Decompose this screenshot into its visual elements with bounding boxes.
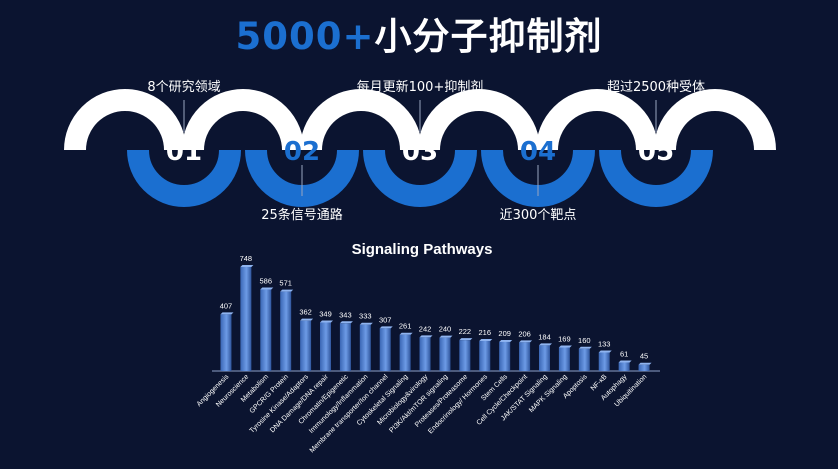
bar-top bbox=[419, 335, 433, 338]
wave-arc-bottom bbox=[599, 149, 713, 207]
wave-arc-bottom bbox=[127, 149, 241, 207]
wave-arc-bottom bbox=[363, 149, 477, 207]
step-number: 02 bbox=[284, 137, 320, 167]
bar-top bbox=[539, 343, 552, 346]
bar-top bbox=[598, 350, 612, 353]
data-label: 586 bbox=[260, 277, 273, 286]
data-label: 184 bbox=[538, 332, 551, 341]
bar-top bbox=[320, 320, 333, 323]
category-label: NF-κB bbox=[590, 373, 609, 392]
bar-top bbox=[359, 322, 373, 325]
data-label: 349 bbox=[319, 309, 332, 318]
bar-top bbox=[618, 360, 632, 363]
bar bbox=[519, 342, 531, 371]
bar bbox=[240, 267, 252, 371]
wave-arc-top bbox=[300, 89, 422, 151]
bar bbox=[379, 328, 391, 371]
step-label: 8个研究领域 bbox=[147, 80, 220, 95]
bar bbox=[300, 320, 312, 371]
page-title: 5000+小分子抑制剂 bbox=[0, 6, 838, 60]
data-label: 222 bbox=[459, 327, 472, 336]
bar-top bbox=[399, 332, 413, 335]
bar-top bbox=[300, 318, 314, 321]
data-label: 240 bbox=[439, 325, 452, 334]
bar bbox=[558, 347, 570, 371]
data-label: 160 bbox=[578, 336, 591, 345]
wave-arc-top bbox=[536, 89, 658, 151]
wave-arc-top bbox=[418, 89, 540, 151]
step-number: 03 bbox=[402, 137, 438, 167]
data-label: 307 bbox=[379, 315, 392, 324]
bar bbox=[359, 324, 371, 371]
bar-top bbox=[280, 289, 294, 292]
bar bbox=[220, 314, 232, 371]
data-label: 209 bbox=[498, 329, 511, 338]
wave-arc-top bbox=[182, 89, 304, 151]
step-label: 每月更新100+抑制剂 bbox=[357, 79, 484, 95]
step-label: 25条信号通路 bbox=[261, 207, 343, 223]
bar bbox=[260, 289, 272, 371]
data-label: 333 bbox=[359, 312, 372, 321]
bar bbox=[499, 341, 511, 371]
data-label: 45 bbox=[640, 352, 648, 361]
data-label: 242 bbox=[419, 324, 432, 333]
step-label: 近300个靶点 bbox=[500, 208, 577, 223]
step-number: 01 bbox=[166, 137, 202, 167]
data-label: 343 bbox=[339, 310, 352, 319]
bar-top bbox=[638, 362, 652, 365]
bar-top bbox=[220, 312, 234, 315]
bar bbox=[419, 337, 431, 371]
bar-top bbox=[479, 338, 493, 341]
step-number: 04 bbox=[520, 137, 556, 167]
bar-top bbox=[339, 321, 353, 324]
bar bbox=[399, 334, 411, 371]
bar-top bbox=[558, 345, 572, 348]
bar-top bbox=[519, 340, 533, 343]
step-label: 超过2500种受体 bbox=[607, 80, 705, 95]
step-number: 05 bbox=[638, 137, 674, 167]
bar bbox=[459, 340, 471, 371]
title-number: 5000+ bbox=[235, 15, 375, 58]
wave-arc-top bbox=[654, 89, 776, 151]
data-label: 169 bbox=[558, 335, 571, 344]
bar-top bbox=[499, 339, 513, 342]
bar bbox=[598, 352, 610, 371]
bar-top bbox=[439, 335, 453, 338]
bar-top bbox=[379, 326, 393, 329]
chart-title: Signaling Pathways bbox=[352, 241, 493, 258]
bar bbox=[479, 340, 491, 371]
bar-top bbox=[260, 287, 274, 290]
data-label: 61 bbox=[620, 350, 628, 359]
bar-top bbox=[459, 338, 473, 341]
title-text: 小分子抑制剂 bbox=[374, 15, 603, 58]
data-label: 206 bbox=[518, 329, 531, 338]
bar bbox=[439, 337, 451, 371]
data-label: 748 bbox=[240, 254, 253, 263]
bar bbox=[539, 345, 550, 371]
data-label: 133 bbox=[598, 340, 611, 349]
bar bbox=[320, 322, 331, 371]
bar bbox=[339, 323, 351, 371]
bar bbox=[638, 364, 650, 371]
data-label: 362 bbox=[299, 308, 312, 317]
data-label: 571 bbox=[279, 279, 292, 288]
data-label: 407 bbox=[220, 301, 233, 310]
bar bbox=[618, 362, 630, 371]
wave-arc-top bbox=[64, 89, 186, 151]
bar bbox=[578, 348, 590, 371]
data-label: 216 bbox=[479, 328, 492, 337]
bar-top bbox=[578, 346, 592, 349]
bar bbox=[280, 291, 292, 371]
data-label: 261 bbox=[399, 322, 412, 331]
bar-top bbox=[240, 265, 254, 267]
steps-timeline: 01 8个研究领域 02 25条信号通路 03 每月更新100+抑制剂 04 近300个靶点 0… bbox=[64, 79, 776, 223]
